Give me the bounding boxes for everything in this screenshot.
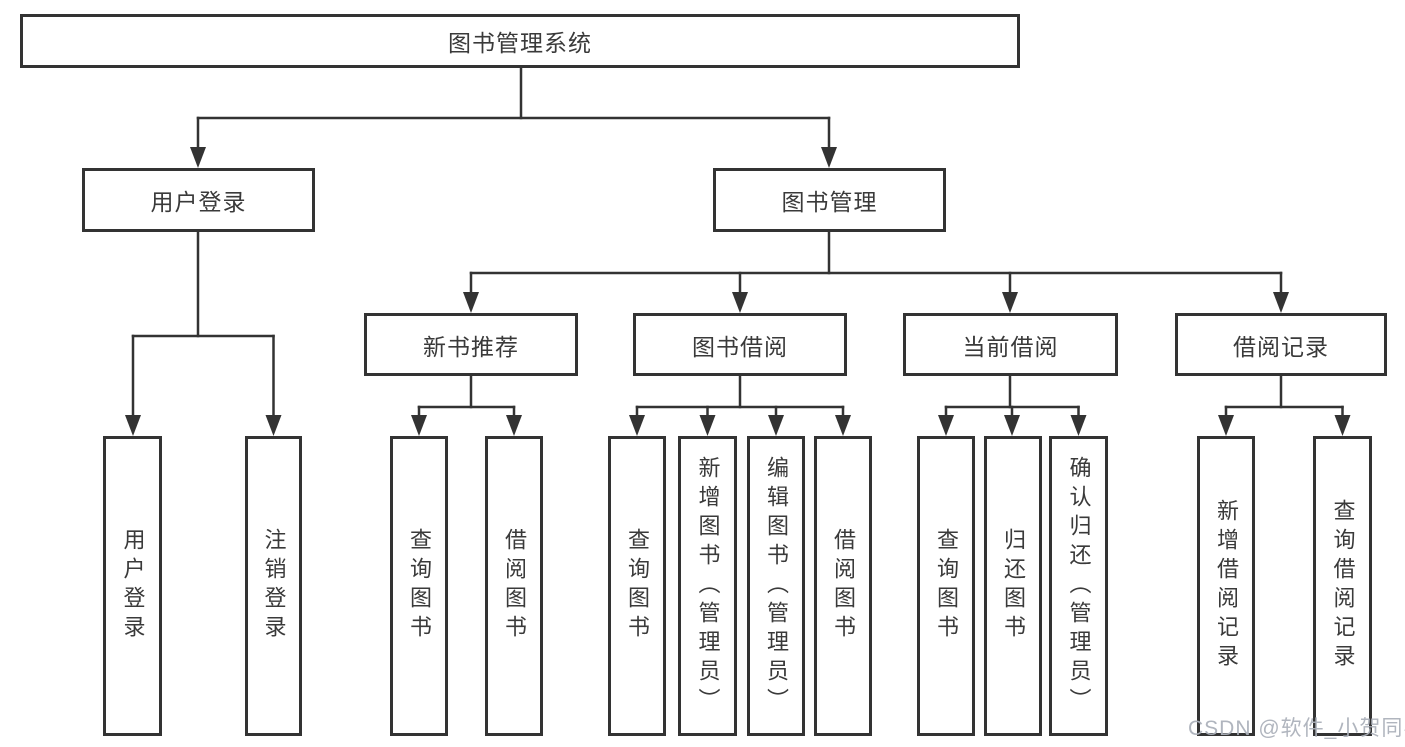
node-book-management: 图书管理 [713,168,946,232]
leaf-borrow-books: 借阅图书 [814,436,872,736]
leaf-borrow-books-label: 借阅图书 [831,528,856,644]
leaf-logout: 注销登录 [245,436,302,736]
leaf-add-books-admin: 新增图书（管理员） [678,436,737,736]
node-borrowing-records: 借阅记录 [1175,313,1387,376]
leaf-confirm-return-admin-label: 确认归还（管理员） [1066,455,1092,717]
node-current-borrowing-label: 当前借阅 [962,333,1059,360]
node-book-management-label: 图书管理 [781,189,878,215]
leaf-query-books-recommend-label: 查询图书 [407,528,432,644]
node-new-book-recommend-label: 新书推荐 [423,333,519,360]
leaf-logout-label: 注销登录 [261,528,287,644]
node-root-label: 图书管理系统 [448,30,592,56]
leaf-edit-books-admin: 编辑图书（管理员） [747,436,805,736]
node-book-borrowing: 图书借阅 [633,313,847,376]
node-borrowing-records-label: 借阅记录 [1233,333,1329,360]
leaf-add-books-admin-label: 新增图书（管理员） [695,455,721,717]
leaf-query-books-borrowing: 查询图书 [608,436,666,736]
leaf-add-borrow-record: 新增借阅记录 [1197,436,1255,736]
leaf-borrow-books-recommend-label: 借阅图书 [502,528,527,644]
node-new-book-recommend: 新书推荐 [364,313,578,376]
node-current-borrowing: 当前借阅 [903,313,1118,376]
leaf-query-books-recommend: 查询图书 [390,436,448,736]
leaf-user-login-label: 用户登录 [120,528,146,644]
node-book-borrowing-label: 图书借阅 [692,333,788,360]
leaf-edit-books-admin-label: 编辑图书（管理员） [764,455,789,717]
node-user-login-label: 用户登录 [150,189,247,215]
leaf-confirm-return-admin: 确认归还（管理员） [1049,436,1108,736]
leaf-return-books: 归还图书 [984,436,1042,736]
leaf-add-borrow-record-label: 新增借阅记录 [1214,499,1239,673]
leaf-borrow-books-recommend: 借阅图书 [485,436,543,736]
leaf-return-books-label: 归还图书 [1001,528,1026,644]
node-user-login: 用户登录 [82,168,315,232]
csdn-watermark: CSDN @软件_小贺同学 [1188,717,1405,740]
leaf-query-borrow-record: 查询借阅记录 [1313,436,1372,736]
leaf-query-books-current: 查询图书 [917,436,975,736]
leaf-query-books-current-label: 查询图书 [934,528,959,644]
leaf-query-books-borrowing-label: 查询图书 [625,528,650,644]
leaf-query-borrow-record-label: 查询借阅记录 [1330,499,1356,673]
leaf-user-login: 用户登录 [103,436,162,736]
node-root-system: 图书管理系统 [20,14,1020,68]
arrowheads [125,147,1351,436]
